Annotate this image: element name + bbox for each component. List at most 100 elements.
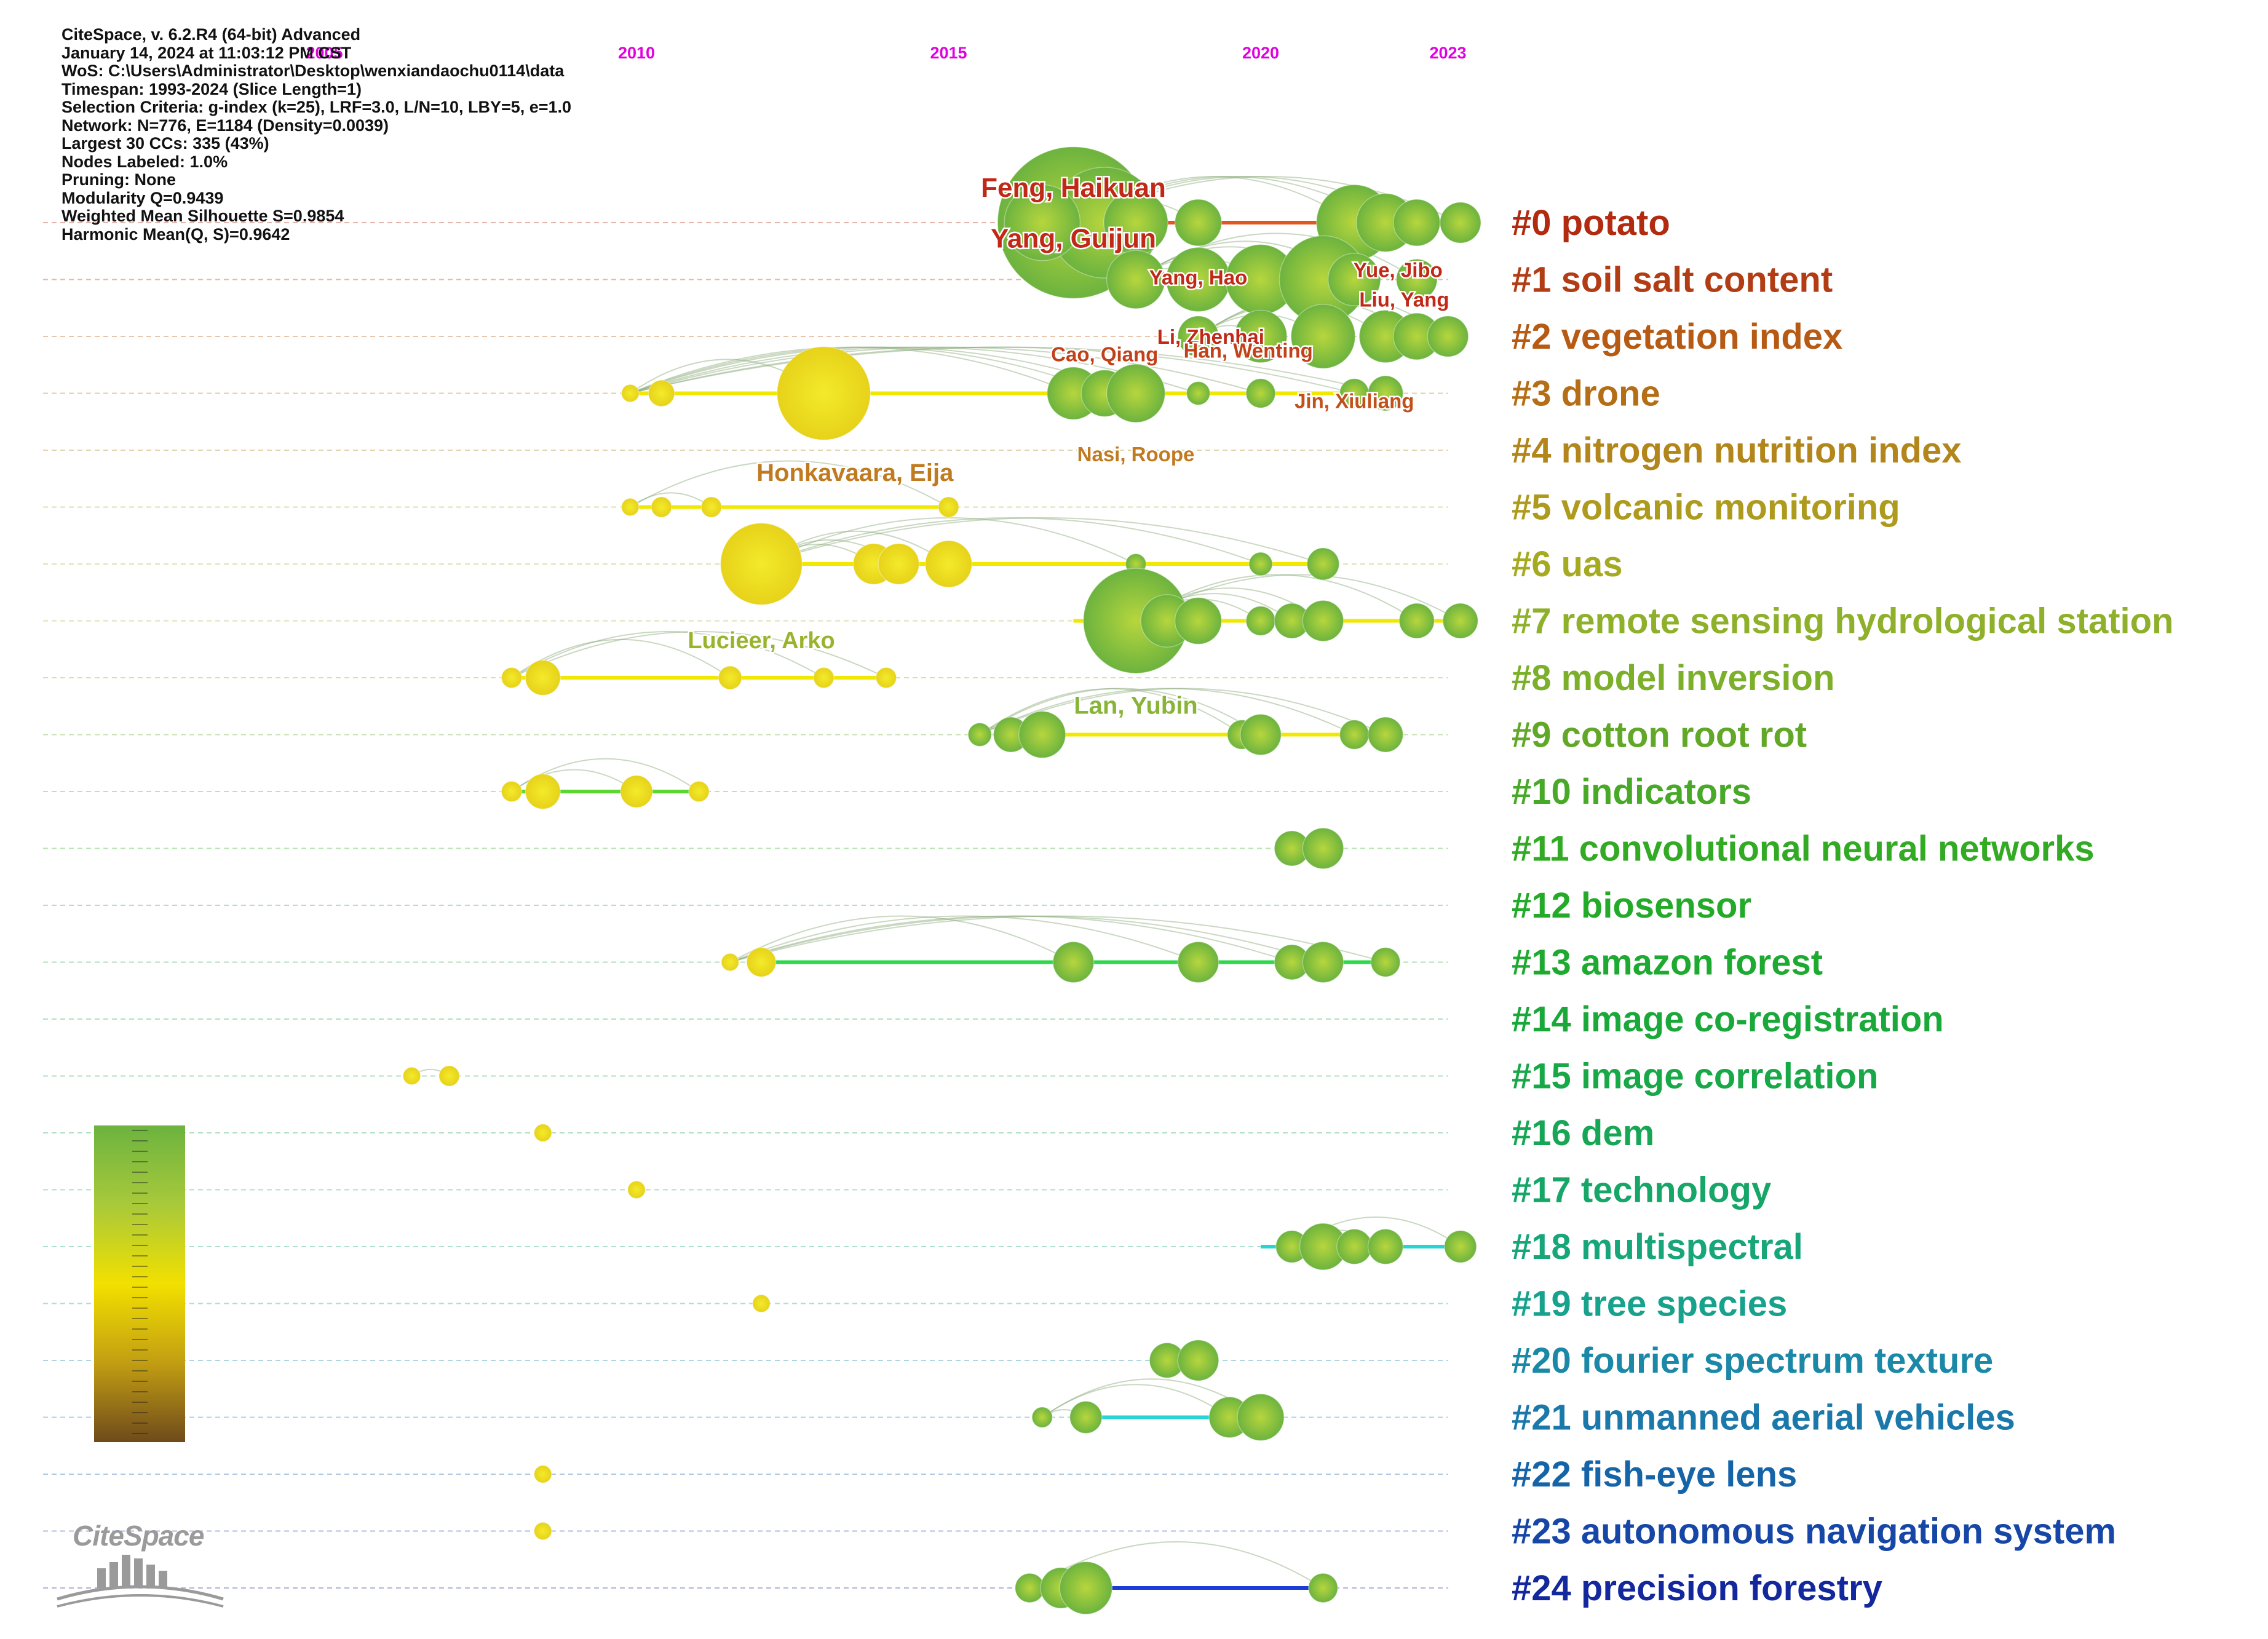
info-line: Timespan: 1993-2024 (Slice Length=1)	[61, 79, 362, 98]
year-color-legend	[94, 1125, 185, 1442]
author-label: Yang, Hao	[1149, 266, 1248, 289]
cluster-label: #10 indicators	[1512, 772, 1751, 812]
cluster-label: #13 amazon forest	[1512, 943, 1823, 983]
publication-node	[620, 775, 653, 808]
publication-node	[1427, 315, 1469, 357]
publication-node	[1327, 253, 1381, 306]
author-label: Honkavaara, Eija	[756, 459, 954, 486]
cluster-label: #18 multispectral	[1512, 1227, 1803, 1267]
publication-node	[402, 1066, 421, 1085]
cluster-label: #2 vegetation index	[1512, 317, 1842, 357]
publication-node	[1174, 199, 1223, 247]
author-label: Nasi, Roope	[1077, 443, 1195, 466]
publication-node	[1059, 1561, 1113, 1615]
citation-arc	[630, 346, 1199, 394]
info-line: Selection Criteria: g-index (k=25), LRF=…	[61, 98, 572, 116]
cluster-spans	[512, 221, 1448, 1590]
x-tick-label: 2010	[618, 44, 655, 62]
publication-node	[1177, 941, 1219, 983]
info-line: CiteSpace, v. 6.2.R4 (64-bit) Advanced	[61, 25, 361, 44]
publication-node	[1031, 1407, 1053, 1428]
cluster-label: #11 convolutional neural networks	[1512, 829, 2095, 869]
author-label: Lan, Yubin	[1074, 693, 1198, 720]
author-label: Yang, Guijun	[991, 224, 1156, 254]
publication-node	[533, 1124, 552, 1142]
citation-arc	[761, 517, 1261, 565]
citation-arc	[630, 346, 1074, 394]
citation-arc	[511, 769, 637, 792]
publication-node	[1186, 381, 1211, 406]
citation-arc	[630, 460, 950, 508]
x-tick-label: 2023	[1429, 44, 1466, 62]
publication-node	[525, 659, 561, 696]
citation-arc	[511, 631, 887, 678]
info-line: Pruning: None	[61, 170, 176, 189]
info-line: Largest 30 CCs: 335 (43%)	[61, 134, 269, 153]
publication-node	[533, 1522, 552, 1541]
legend-bar	[94, 1125, 185, 1442]
cluster-label: #0 potato	[1512, 203, 1670, 243]
cluster-label: #17 technology	[1512, 1170, 1771, 1210]
cluster-label: #24 precision forestry	[1512, 1568, 1882, 1608]
cluster-label: #12 biosensor	[1512, 886, 1751, 926]
author-label: Cao, Qiang	[1051, 343, 1158, 366]
info-line: Modularity Q=0.9439	[61, 188, 224, 207]
x-tick-label: 2015	[930, 44, 967, 62]
publication-node	[501, 667, 523, 689]
publication-node	[1174, 597, 1223, 645]
publication-node	[1442, 603, 1478, 639]
publication-node	[1339, 720, 1370, 750]
publication-node	[1290, 304, 1356, 369]
publication-node	[1306, 547, 1340, 581]
info-line: January 14, 2024 at 11:03:12 PM CST	[61, 43, 352, 62]
publication-node	[1237, 1393, 1285, 1442]
publication-node	[1004, 184, 1081, 261]
publication-node	[1248, 552, 1273, 576]
publication-node	[533, 1465, 552, 1483]
cluster-labels: #0 potato#1 soil salt content#2 vegetati…	[1512, 203, 2173, 1608]
publication-node	[746, 947, 777, 977]
author-label: Li, Zhenhai	[1157, 325, 1264, 348]
publication-node	[1308, 1573, 1338, 1603]
publication-node	[1395, 258, 1438, 301]
author-label: Jin, Xiuliang	[1295, 390, 1414, 413]
network-summary-header: CiteSpace, v. 6.2.R4 (64-bit) Advanced J…	[61, 25, 572, 244]
info-line: Harmonic Mean(Q, S)=0.9642	[61, 224, 290, 244]
publication-node	[688, 780, 710, 803]
publication-node	[1367, 1228, 1404, 1265]
publication-node	[720, 522, 803, 606]
cluster-label: #5 volcanic monitoring	[1512, 488, 1900, 528]
publication-node	[1177, 1339, 1219, 1381]
info-line: WoS: C:\Users\Administrator\Desktop\wenx…	[61, 62, 565, 80]
author-label: Han, Wenting	[1184, 339, 1313, 362]
citation-arc	[630, 492, 712, 508]
citation-arc	[761, 517, 1323, 565]
logo-graphic	[57, 1555, 224, 1608]
citespace-logo: CiteSpace	[54, 1519, 232, 1611]
publication-node	[1370, 947, 1401, 977]
publication-node	[525, 773, 561, 810]
citation-arc	[729, 915, 1293, 963]
publication-node	[1234, 309, 1288, 363]
publication-node	[718, 665, 742, 690]
publication-node	[967, 722, 992, 747]
publication-node	[1245, 606, 1276, 636]
author-label: Liu, Yang	[1359, 288, 1449, 311]
publication-node	[752, 1294, 771, 1313]
cluster-label: #7 remote sensing hydrological station	[1512, 601, 2173, 641]
publication-node	[1393, 199, 1441, 247]
cluster-label: #4 nitrogen nutrition index	[1512, 431, 1961, 470]
publication-node	[1336, 1228, 1373, 1265]
publication-node	[1443, 1230, 1477, 1263]
publication-node	[1069, 1400, 1103, 1434]
cluster-label: #14 image co-registration	[1512, 999, 1944, 1039]
publication-node	[1015, 1573, 1045, 1603]
publication-node	[875, 667, 897, 689]
citation-arc	[729, 915, 1386, 963]
publication-node	[1018, 710, 1066, 759]
cluster-label: #20 fourier spectrum texture	[1512, 1341, 1993, 1381]
citation-arc	[729, 915, 1199, 963]
